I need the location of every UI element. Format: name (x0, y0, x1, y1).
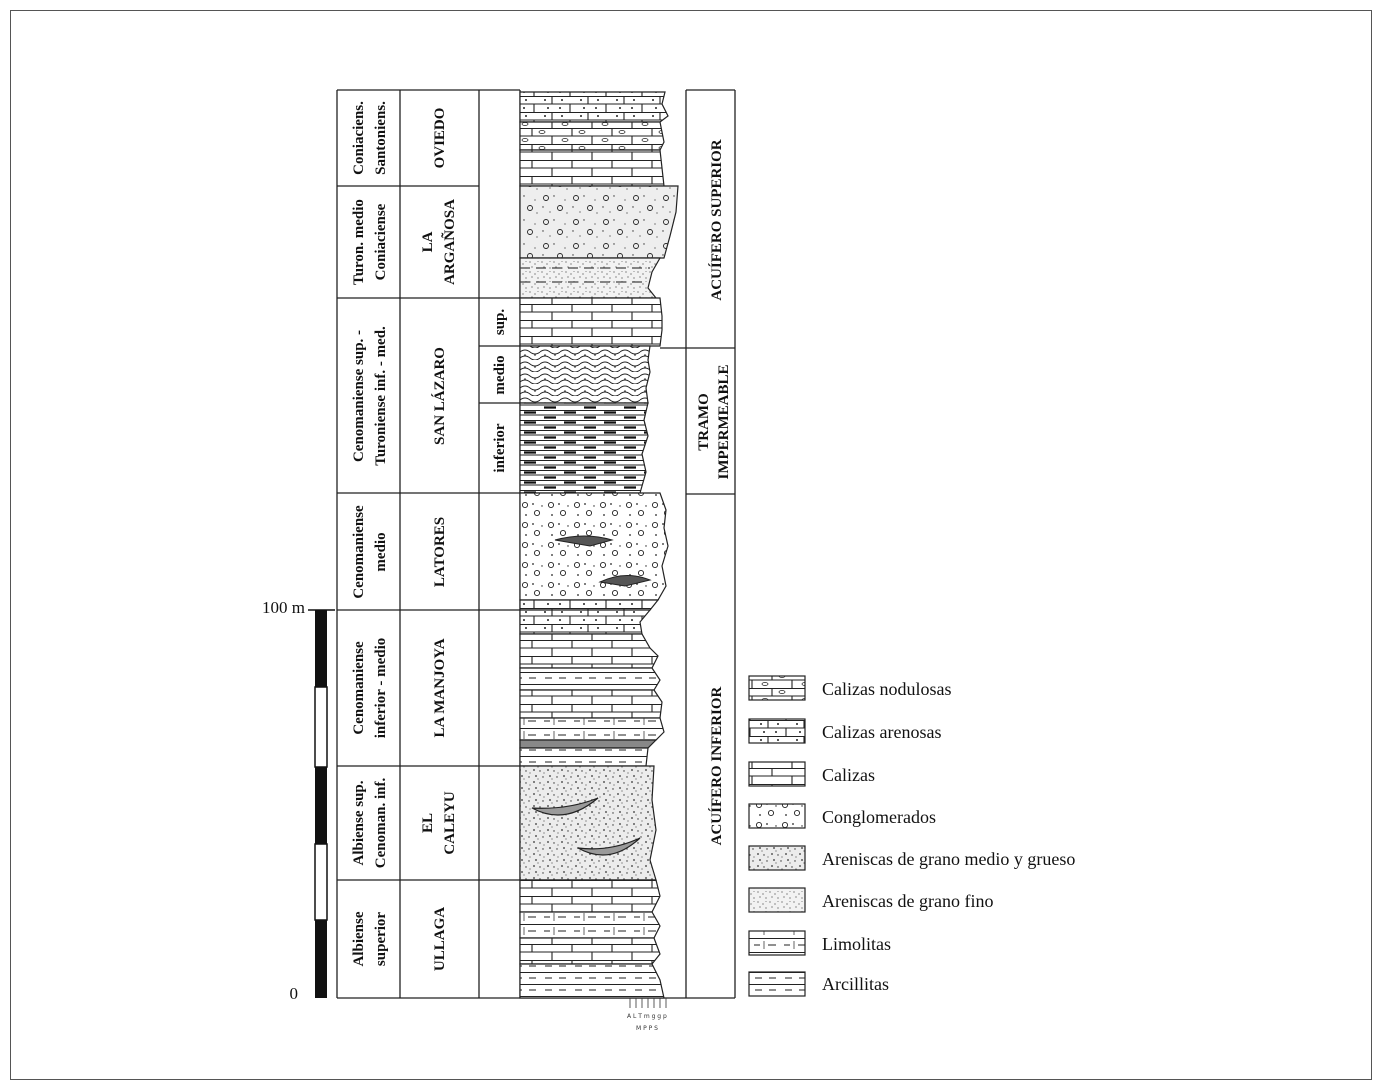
age-latores-1: Cenomaniense (351, 505, 367, 599)
hydro-impermeable-2: IMPERMEABLE (716, 364, 732, 479)
formation-ullaga: ULLAGA (432, 907, 448, 971)
age-labels: Coniaciens. Santoniens. Turon. medio Con… (351, 101, 389, 967)
legend-label-calizas-arenosas: Calizas arenosas (822, 722, 941, 742)
age-manjoya-2: inferior - medio (373, 638, 389, 739)
age-latores-2: medio (373, 532, 389, 571)
grain-size-ticks: A L T m g g p (627, 1013, 667, 1020)
legend-swatch-calizas-arenosas (748, 718, 806, 744)
hydro-impermeable-1: TRAMO (696, 393, 712, 451)
hydrogeology-labels: ACUÍFERO SUPERIOR TRAMO IMPERMEABLE ACUÍ… (696, 139, 732, 845)
legend-label-conglomerados: Conglomerados (822, 807, 936, 827)
age-arganosa-2: Coniaciense (373, 203, 389, 280)
figure-frame (10, 10, 1372, 1080)
age-sanlazaro-2: Turoniense inf. - med. (373, 326, 389, 466)
legend-item-areniscas-medio-grueso: Areniscas de grano medio y grueso (748, 845, 1075, 871)
legend-label-calizas: Calizas (822, 765, 875, 785)
legend-item-arcillitas: Arcillitas (748, 971, 889, 997)
legend-swatch-conglomerados (748, 803, 806, 829)
column-table-frame (336, 89, 736, 999)
legend-swatch-calizas (748, 761, 806, 787)
formation-labels: OVIEDO LA ARGAÑOSA SAN LÁZARO LATORES LA… (420, 108, 458, 972)
formation-lamanjoya: LA MANJOYA (432, 638, 448, 737)
hydro-upper-aquifer: ACUÍFERO SUPERIOR (708, 139, 725, 300)
age-ullaga-1: Albiense (351, 911, 367, 966)
legend-swatch-calizas-nodulosas (748, 675, 806, 701)
legend-swatch-areniscas-fino (748, 887, 806, 913)
hydro-lower-aquifer: ACUÍFERO INFERIOR (708, 686, 725, 845)
legend-label-areniscas-fino: Areniscas de grano fino (822, 891, 993, 911)
member-sup: sup. (492, 309, 508, 336)
legend-swatch-areniscas-medio-grueso (748, 845, 806, 871)
legend-label-arcillitas: Arcillitas (822, 974, 889, 994)
scale-label-bottom: 0 (290, 984, 299, 1003)
legend-label-areniscas-medio-grueso: Areniscas de grano medio y grueso (822, 849, 1075, 869)
formation-caleyu-2: CALEYU (442, 791, 458, 855)
formation-latores: LATORES (432, 517, 448, 587)
age-arganosa-1: Turon. medio (351, 199, 367, 285)
age-caleyu-1: Albiense sup. (351, 780, 367, 865)
grain-size-sub: M P P S (636, 1025, 658, 1032)
grain-size-scale (629, 998, 667, 1008)
scale-label-top: 100 m (262, 598, 305, 617)
age-oviedo-1: Coniaciens. (351, 101, 367, 175)
legend-label-calizas-nodulosas: Calizas nodulosas (822, 679, 951, 699)
legend-item-calizas-nodulosas: Calizas nodulosas (748, 675, 951, 701)
age-manjoya-1: Cenomaniense (351, 641, 367, 735)
age-sanlazaro-1: Cenomaniense sup. - (351, 330, 367, 462)
member-labels: sup. medio inferior (492, 309, 508, 473)
formation-sanlazaro: SAN LÁZARO (431, 347, 448, 445)
legend-swatch-arcillitas (748, 971, 806, 997)
legend-item-calizas: Calizas (748, 761, 875, 787)
member-inferior: inferior (492, 423, 508, 472)
legend-label-limolitas: Limolitas (822, 934, 891, 954)
legend-item-conglomerados: Conglomerados (748, 803, 936, 829)
lithology-column (519, 91, 679, 999)
age-caleyu-2: Cenoman. inf. (373, 778, 389, 869)
formation-arganosa-2: ARGAÑOSA (440, 199, 458, 285)
member-medio: medio (492, 355, 508, 394)
age-ullaga-2: superior (373, 912, 389, 967)
legend-item-limolitas: Limolitas (748, 930, 891, 956)
vertical-scale-bar (308, 609, 335, 998)
formation-caleyu-1: EL (420, 813, 436, 833)
legend-item-calizas-arenosas: Calizas arenosas (748, 718, 941, 744)
legend-swatch-limolitas (748, 930, 806, 956)
formation-oviedo: OVIEDO (432, 108, 448, 169)
legend-item-areniscas-fino: Areniscas de grano fino (748, 887, 993, 913)
age-oviedo-2: Santoniens. (373, 101, 389, 175)
legend: Calizas nodulosas Calizas arenosas Caliz… (748, 675, 1075, 997)
formation-arganosa-1: LA (420, 231, 436, 252)
